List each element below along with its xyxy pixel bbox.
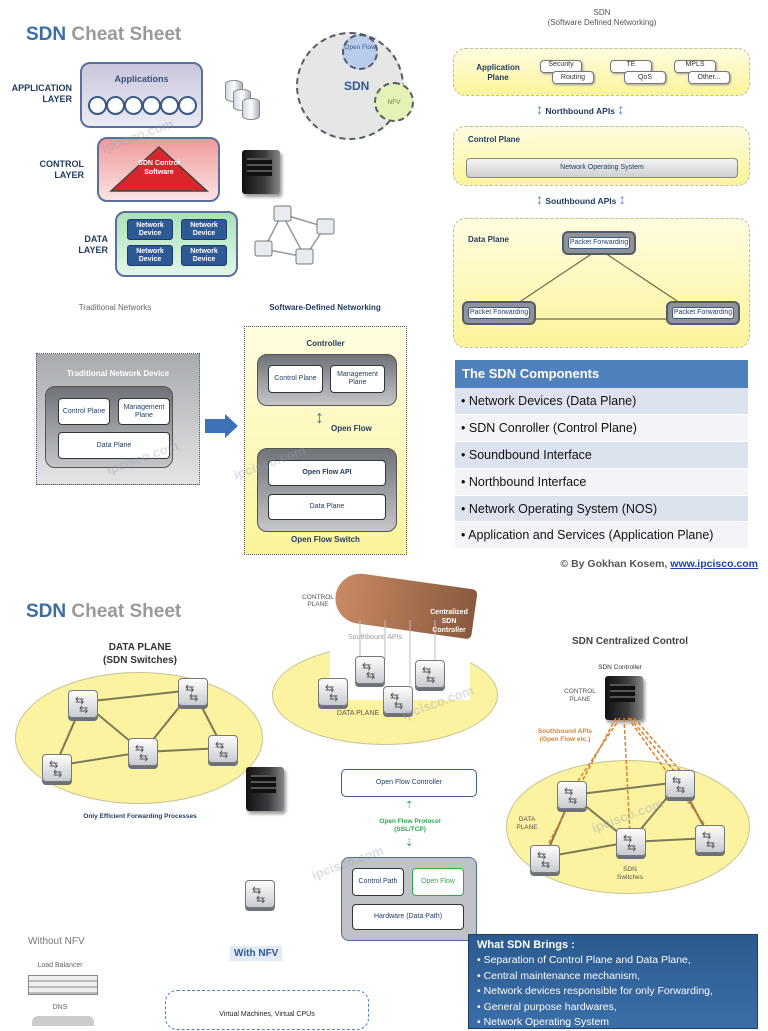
network-device: Network Device — [127, 219, 173, 240]
server-icon — [605, 676, 643, 720]
data-plane-title: DATA PLANE(SDN Switches) — [103, 642, 177, 666]
components-header: The SDN Components — [455, 360, 748, 388]
southbound-label: ↕ Southbound APIs ↕ — [536, 191, 626, 207]
sdn-title: Software-Defined Networking — [269, 303, 381, 312]
table-row: • Soundbound Interface — [455, 441, 748, 469]
openflow-controller-box: Open Flow Controller — [341, 769, 477, 797]
traditional-networks-title: Traditional Networks — [78, 303, 152, 312]
switch-icon — [42, 754, 72, 782]
database-icon — [242, 98, 260, 120]
dns-server-icon — [32, 1016, 94, 1026]
server-icon — [246, 767, 284, 811]
openflow-switch-box: Control Path Open Flow Hardware (Data Pa… — [341, 857, 477, 941]
switch-icon — [68, 690, 98, 718]
data-layer-label: DATA LAYER — [78, 234, 108, 255]
list-item: • Network devices responsible for only F… — [477, 985, 713, 997]
sdn-box: Controller Control Plane Management Plan… — [244, 326, 407, 555]
double-arrow-icon: ↕ — [315, 407, 324, 427]
table-row: • SDN Conroller (Control Plane) — [455, 414, 748, 443]
sdn-components-table: The SDN Components • Network Devices (Da… — [455, 360, 748, 550]
ipcisco-link[interactable]: www.ipcisco.com — [670, 558, 758, 570]
list-item: • Separation of Control Plane and Data P… — [477, 954, 691, 966]
data-plane-box: Data Plane Packet Forwarding Packet Forw… — [453, 218, 750, 348]
switch-icon — [530, 845, 560, 873]
control-layer-box: SDN Control Software — [97, 137, 220, 202]
network-topology-icon — [254, 205, 335, 265]
control-plane-box: Control Plane Network Operating System — [453, 126, 750, 186]
switch-icon — [415, 660, 445, 688]
table-row: • Application and Services (Application … — [455, 521, 748, 550]
forwarding-caption: Only Efficient Forwarding Processes — [83, 813, 197, 820]
app-chip: QoS — [624, 71, 666, 84]
bottom-title: SDN Cheat Sheet — [26, 601, 182, 622]
table-row: • Northbound Interface — [455, 468, 748, 496]
page-title: SDN Cheat Sheet — [26, 24, 182, 45]
switch-icon — [695, 825, 725, 853]
what-sdn-brings-box: What SDN Brings : • Separation of Contro… — [468, 934, 758, 1029]
switch-icon — [208, 735, 238, 763]
app-circles — [88, 96, 197, 115]
packet-forwarding-node: Packet Forwarding — [462, 301, 536, 325]
packet-forwarding-node: Packet Forwarding — [666, 301, 740, 325]
switch-icon — [665, 770, 695, 798]
app-chip: Routing — [552, 71, 594, 84]
application-layer-box: Applications — [80, 62, 203, 128]
switch-icon — [178, 678, 208, 706]
server-icon — [242, 150, 280, 194]
list-item: • General purpose hardwares, — [477, 1000, 617, 1013]
venn-nfv-circle: NFV — [374, 82, 414, 122]
switch-icon — [128, 738, 158, 766]
switch-icon — [318, 678, 348, 706]
virtual-machines-box: Virtual Machines, Virtual CPUs — [165, 990, 369, 1030]
table-row: • Network Operating System (NOS) — [455, 495, 748, 523]
control-layer-label: CONTROL LAYER — [39, 159, 85, 180]
architecture-title: SDN(Software Defined Networking) — [547, 8, 657, 27]
brings-list: • Separation of Control Plane and Data P… — [477, 953, 749, 1031]
packet-forwarding-node: Packet Forwarding — [562, 231, 636, 255]
switch-icon — [383, 686, 413, 714]
list-item: • Central maintenance mechanism, — [477, 969, 641, 982]
load-balancer-icon — [28, 975, 98, 995]
network-device: Network Device — [127, 245, 173, 266]
openflow-protocol-label: Open Flow Protocol(SSL/TCP) — [379, 818, 441, 833]
triangle-shape — [109, 145, 209, 192]
data-layer-box: Network Device Network Device Network De… — [115, 211, 238, 277]
traditional-device-box: Traditional Network Device Control Plane… — [36, 353, 200, 485]
credit: © By Gokhan Kosem, www.ipcisco.com — [560, 558, 758, 570]
arrow-right-icon — [205, 419, 227, 433]
centralized-control-title: SDN Centralized Control — [571, 636, 689, 647]
switch-icon — [355, 656, 385, 684]
without-nfv-label: Without NFV — [28, 936, 85, 947]
table-row: • Network Devices (Data Plane) — [455, 388, 748, 416]
application-plane-box: Application Plane Security Routing TE Qo… — [453, 48, 750, 96]
application-layer-label: APPLICATION LAYER — [11, 83, 72, 104]
venn-sdn-circle: SDN Open Flow NFV — [296, 32, 414, 140]
switch-icon — [616, 828, 646, 856]
switch-icon — [245, 880, 275, 908]
southbound-apis-label: Southbound APIs(Open Flow etc.) — [537, 728, 593, 743]
venn-openflow-circle: Open Flow — [342, 34, 378, 70]
list-item: • Network Operating System — [477, 1016, 610, 1028]
nos-bar: Network Operating System — [466, 158, 738, 178]
northbound-label: ↕ Northbound APIs ↕ — [536, 101, 625, 117]
network-device: Network Device — [181, 245, 227, 266]
network-device: Network Device — [181, 219, 227, 240]
switch-icon — [557, 781, 587, 809]
with-nfv-label: With NFV — [230, 946, 283, 961]
app-chip: Other... — [688, 71, 730, 84]
